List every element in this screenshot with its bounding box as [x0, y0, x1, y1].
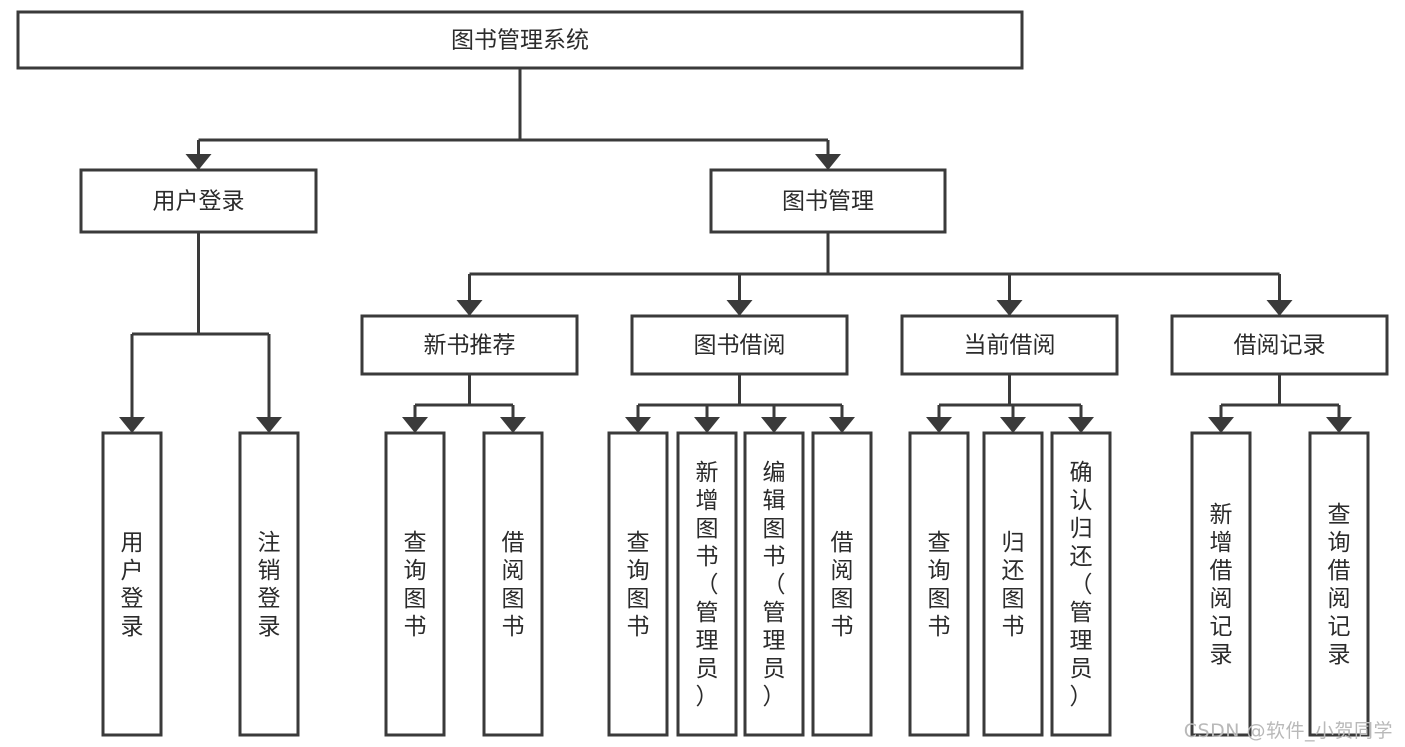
node-leaf-confirm-return[interactable]: 确认归还（管理员）: [1050, 431, 1112, 737]
node-leaf-return-book[interactable]: 归还图书: [982, 431, 1044, 737]
node-borrow-record[interactable]: 借阅记录: [1170, 314, 1389, 376]
arrow-head-icon: [726, 300, 753, 316]
arrow-head-icon: [625, 417, 651, 433]
arrow-head-icon: [119, 417, 145, 433]
node-label: 用户登录: [153, 189, 245, 215]
arrow-head-icon: [761, 417, 787, 433]
nodes-layer: 图书管理系统用户登录图书管理新书推荐图书借阅当前借阅借阅记录用户登录注销登录查询…: [16, 10, 1389, 737]
node-label: 用户登录: [121, 530, 144, 640]
node-box: [79, 168, 318, 234]
arrow-head-icon: [1000, 417, 1026, 433]
node-leaf-query-book-1[interactable]: 查询图书: [384, 431, 446, 737]
node-label: 借阅图书: [831, 530, 854, 640]
node-leaf-add-record[interactable]: 新增借阅记录: [1190, 431, 1252, 737]
node-box: [709, 168, 947, 234]
node-label: 图书管理系统: [451, 28, 589, 54]
node-label: 归还图书: [1002, 530, 1025, 640]
node-label: 借阅记录: [1234, 333, 1326, 359]
node-leaf-user-login[interactable]: 用户登录: [101, 431, 163, 737]
arrow-head-icon: [815, 154, 841, 170]
node-label: 新书推荐: [424, 333, 516, 359]
node-box: [743, 431, 805, 737]
node-current-borrow[interactable]: 当前借阅: [900, 314, 1119, 376]
node-box: [982, 431, 1044, 737]
node-box: [900, 314, 1119, 376]
node-box: [482, 431, 544, 737]
node-box: [384, 431, 446, 737]
node-label: 新增图书（管理员）: [696, 460, 719, 710]
node-box: [16, 10, 1024, 70]
node-label: 注销登录: [258, 530, 281, 640]
node-label: 确认归还（管理员）: [1070, 460, 1093, 710]
arrow-head-icon: [1068, 417, 1094, 433]
node-user-login[interactable]: 用户登录: [79, 168, 318, 234]
node-book-manage[interactable]: 图书管理: [709, 168, 947, 234]
node-leaf-borrow-book-1[interactable]: 借阅图书: [482, 431, 544, 737]
arrow-head-icon: [500, 417, 526, 433]
node-box: [908, 431, 970, 737]
node-box: [811, 431, 873, 737]
node-new-book-rec[interactable]: 新书推荐: [360, 314, 579, 376]
node-box: [1190, 431, 1252, 737]
node-leaf-edit-book[interactable]: 编辑图书（管理员）: [743, 431, 805, 737]
edges-layer: [119, 68, 1352, 433]
node-leaf-borrow-book-2[interactable]: 借阅图书: [811, 431, 873, 737]
node-label: 借阅图书: [502, 530, 525, 640]
node-box: [630, 314, 849, 376]
watermark-label: CSDN @软件_小贺同学: [1183, 720, 1393, 742]
node-leaf-query-book-2[interactable]: 查询图书: [607, 431, 669, 737]
node-box: [101, 431, 163, 737]
node-leaf-query-record[interactable]: 查询借阅记录: [1308, 431, 1370, 737]
node-box: [607, 431, 669, 737]
arrow-head-icon: [1326, 417, 1352, 433]
arrow-head-icon: [926, 417, 952, 433]
node-label: 当前借阅: [964, 333, 1056, 359]
node-label: 查询图书: [627, 530, 650, 640]
arrow-head-icon: [1266, 300, 1293, 316]
node-label: 查询借阅记录: [1328, 502, 1351, 668]
node-root[interactable]: 图书管理系统: [16, 10, 1024, 70]
arrow-head-icon: [456, 300, 483, 316]
node-box: [1308, 431, 1370, 737]
node-box: [676, 431, 738, 737]
arrow-head-icon: [829, 417, 855, 433]
arrow-head-icon: [185, 154, 212, 170]
node-box: [1170, 314, 1389, 376]
arrow-head-icon: [996, 300, 1023, 316]
node-label: 新增借阅记录: [1210, 502, 1233, 668]
arrow-head-icon: [256, 417, 282, 433]
arrow-head-icon: [402, 417, 428, 433]
arrow-head-icon: [1208, 417, 1234, 433]
node-label: 图书管理: [782, 189, 874, 215]
node-box: [1050, 431, 1112, 737]
node-label: 图书借阅: [694, 333, 786, 359]
arrow-head-icon: [694, 417, 720, 433]
node-box: [238, 431, 300, 737]
node-leaf-logout[interactable]: 注销登录: [238, 431, 300, 737]
node-label: 查询图书: [404, 530, 427, 640]
node-book-borrow[interactable]: 图书借阅: [630, 314, 849, 376]
node-label: 编辑图书（管理员）: [763, 460, 786, 710]
node-box: [360, 314, 579, 376]
node-leaf-add-book[interactable]: 新增图书（管理员）: [676, 431, 738, 737]
node-leaf-query-book-3[interactable]: 查询图书: [908, 431, 970, 737]
node-label: 查询图书: [928, 530, 951, 640]
